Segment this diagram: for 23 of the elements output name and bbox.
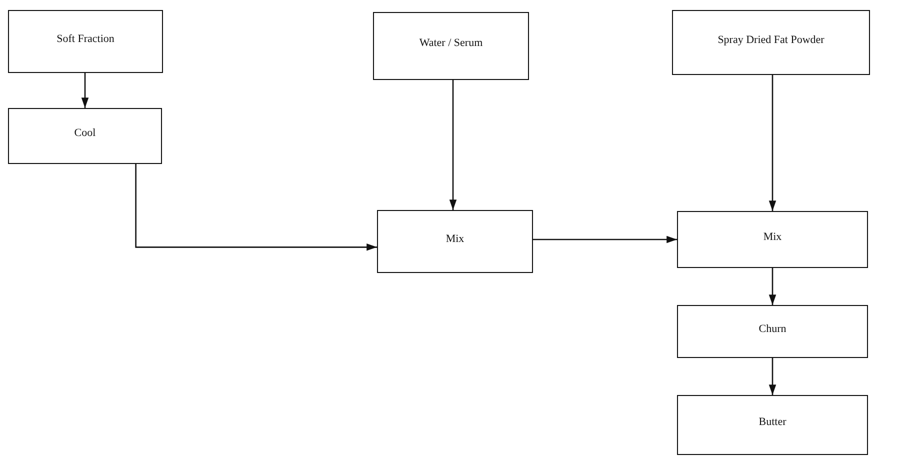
arrow [81, 73, 89, 108]
process-box [672, 10, 870, 75]
step-label: Butter [758, 416, 786, 428]
process-box [8, 108, 162, 164]
step-label: Churn [758, 322, 786, 334]
step-label: Cool [74, 127, 96, 139]
step-label: Soft Fraction [56, 32, 114, 44]
arrow [533, 236, 677, 244]
process-box [677, 395, 868, 455]
process-box [8, 10, 163, 73]
arrow [768, 358, 776, 395]
arrow [449, 80, 457, 210]
step-label: Mix [763, 230, 782, 242]
process-box [373, 12, 529, 80]
process-box [677, 211, 868, 268]
step-label: Mix [446, 232, 464, 244]
arrow [768, 268, 776, 305]
process-box [677, 305, 868, 358]
step-label: Water / Serum [419, 37, 483, 49]
arrow [135, 164, 377, 251]
step-label: Spray Dried Fat Powder [718, 34, 824, 46]
process-box [377, 210, 533, 273]
arrow [768, 75, 776, 211]
